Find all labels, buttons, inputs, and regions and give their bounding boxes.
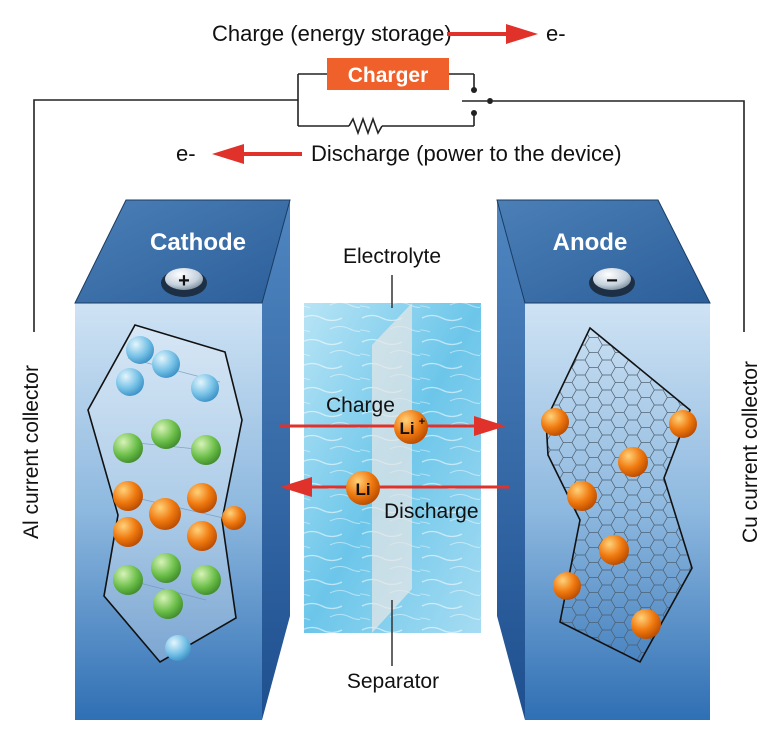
discharge-flow-arrow (212, 144, 302, 164)
charger-label: Charger (348, 64, 429, 87)
electron-label-top: e- (546, 21, 566, 46)
cu-collector-label: Cu current collector (739, 361, 762, 543)
discharge-flow-label: Discharge (power to the device) (311, 141, 622, 166)
svg-text:Li: Li (399, 419, 414, 438)
electrolyte-region (304, 303, 481, 633)
svg-text:−: − (606, 270, 618, 292)
al-collector-label: Al current collector (20, 365, 43, 539)
anode-graphite-inset (545, 326, 693, 664)
anode-li-spheres (541, 408, 697, 639)
li-ion-sphere: Li + (394, 410, 428, 444)
negative-terminal-icon: − (589, 268, 635, 297)
charge-ion-arrow (279, 416, 506, 436)
li-atom-sphere: Li (346, 471, 380, 505)
charge-arrow-label: Charge (326, 394, 395, 417)
svg-text:+: + (419, 416, 425, 428)
discharge-ion-arrow (280, 477, 509, 497)
electrolyte-label: Electrolyte (343, 245, 441, 268)
electron-label-left: e- (176, 141, 196, 166)
anode-label: Anode (553, 229, 628, 256)
cathode-green-spheres (113, 419, 221, 619)
cathode-li-spheres (113, 481, 246, 551)
charger-box: Charger (327, 58, 449, 90)
cathode-blue-spheres (116, 336, 219, 661)
external-circuit (33, 73, 745, 332)
switch-icon (462, 87, 493, 116)
separator-membrane (372, 303, 412, 633)
resistor-icon (348, 116, 383, 136)
positive-terminal-icon: + (161, 268, 207, 297)
cathode-label: Cathode (150, 229, 246, 256)
discharge-arrow-label: Discharge (384, 500, 479, 523)
charge-flow-arrow (447, 24, 538, 44)
cathode-block: Cathode + (74, 199, 291, 720)
charge-flow-label: Charge (energy storage) (212, 21, 452, 46)
separator-label: Separator (347, 670, 439, 693)
anode-block: Anode − (496, 199, 711, 720)
svg-text:+: + (178, 270, 190, 292)
svg-text:Li: Li (355, 480, 370, 499)
